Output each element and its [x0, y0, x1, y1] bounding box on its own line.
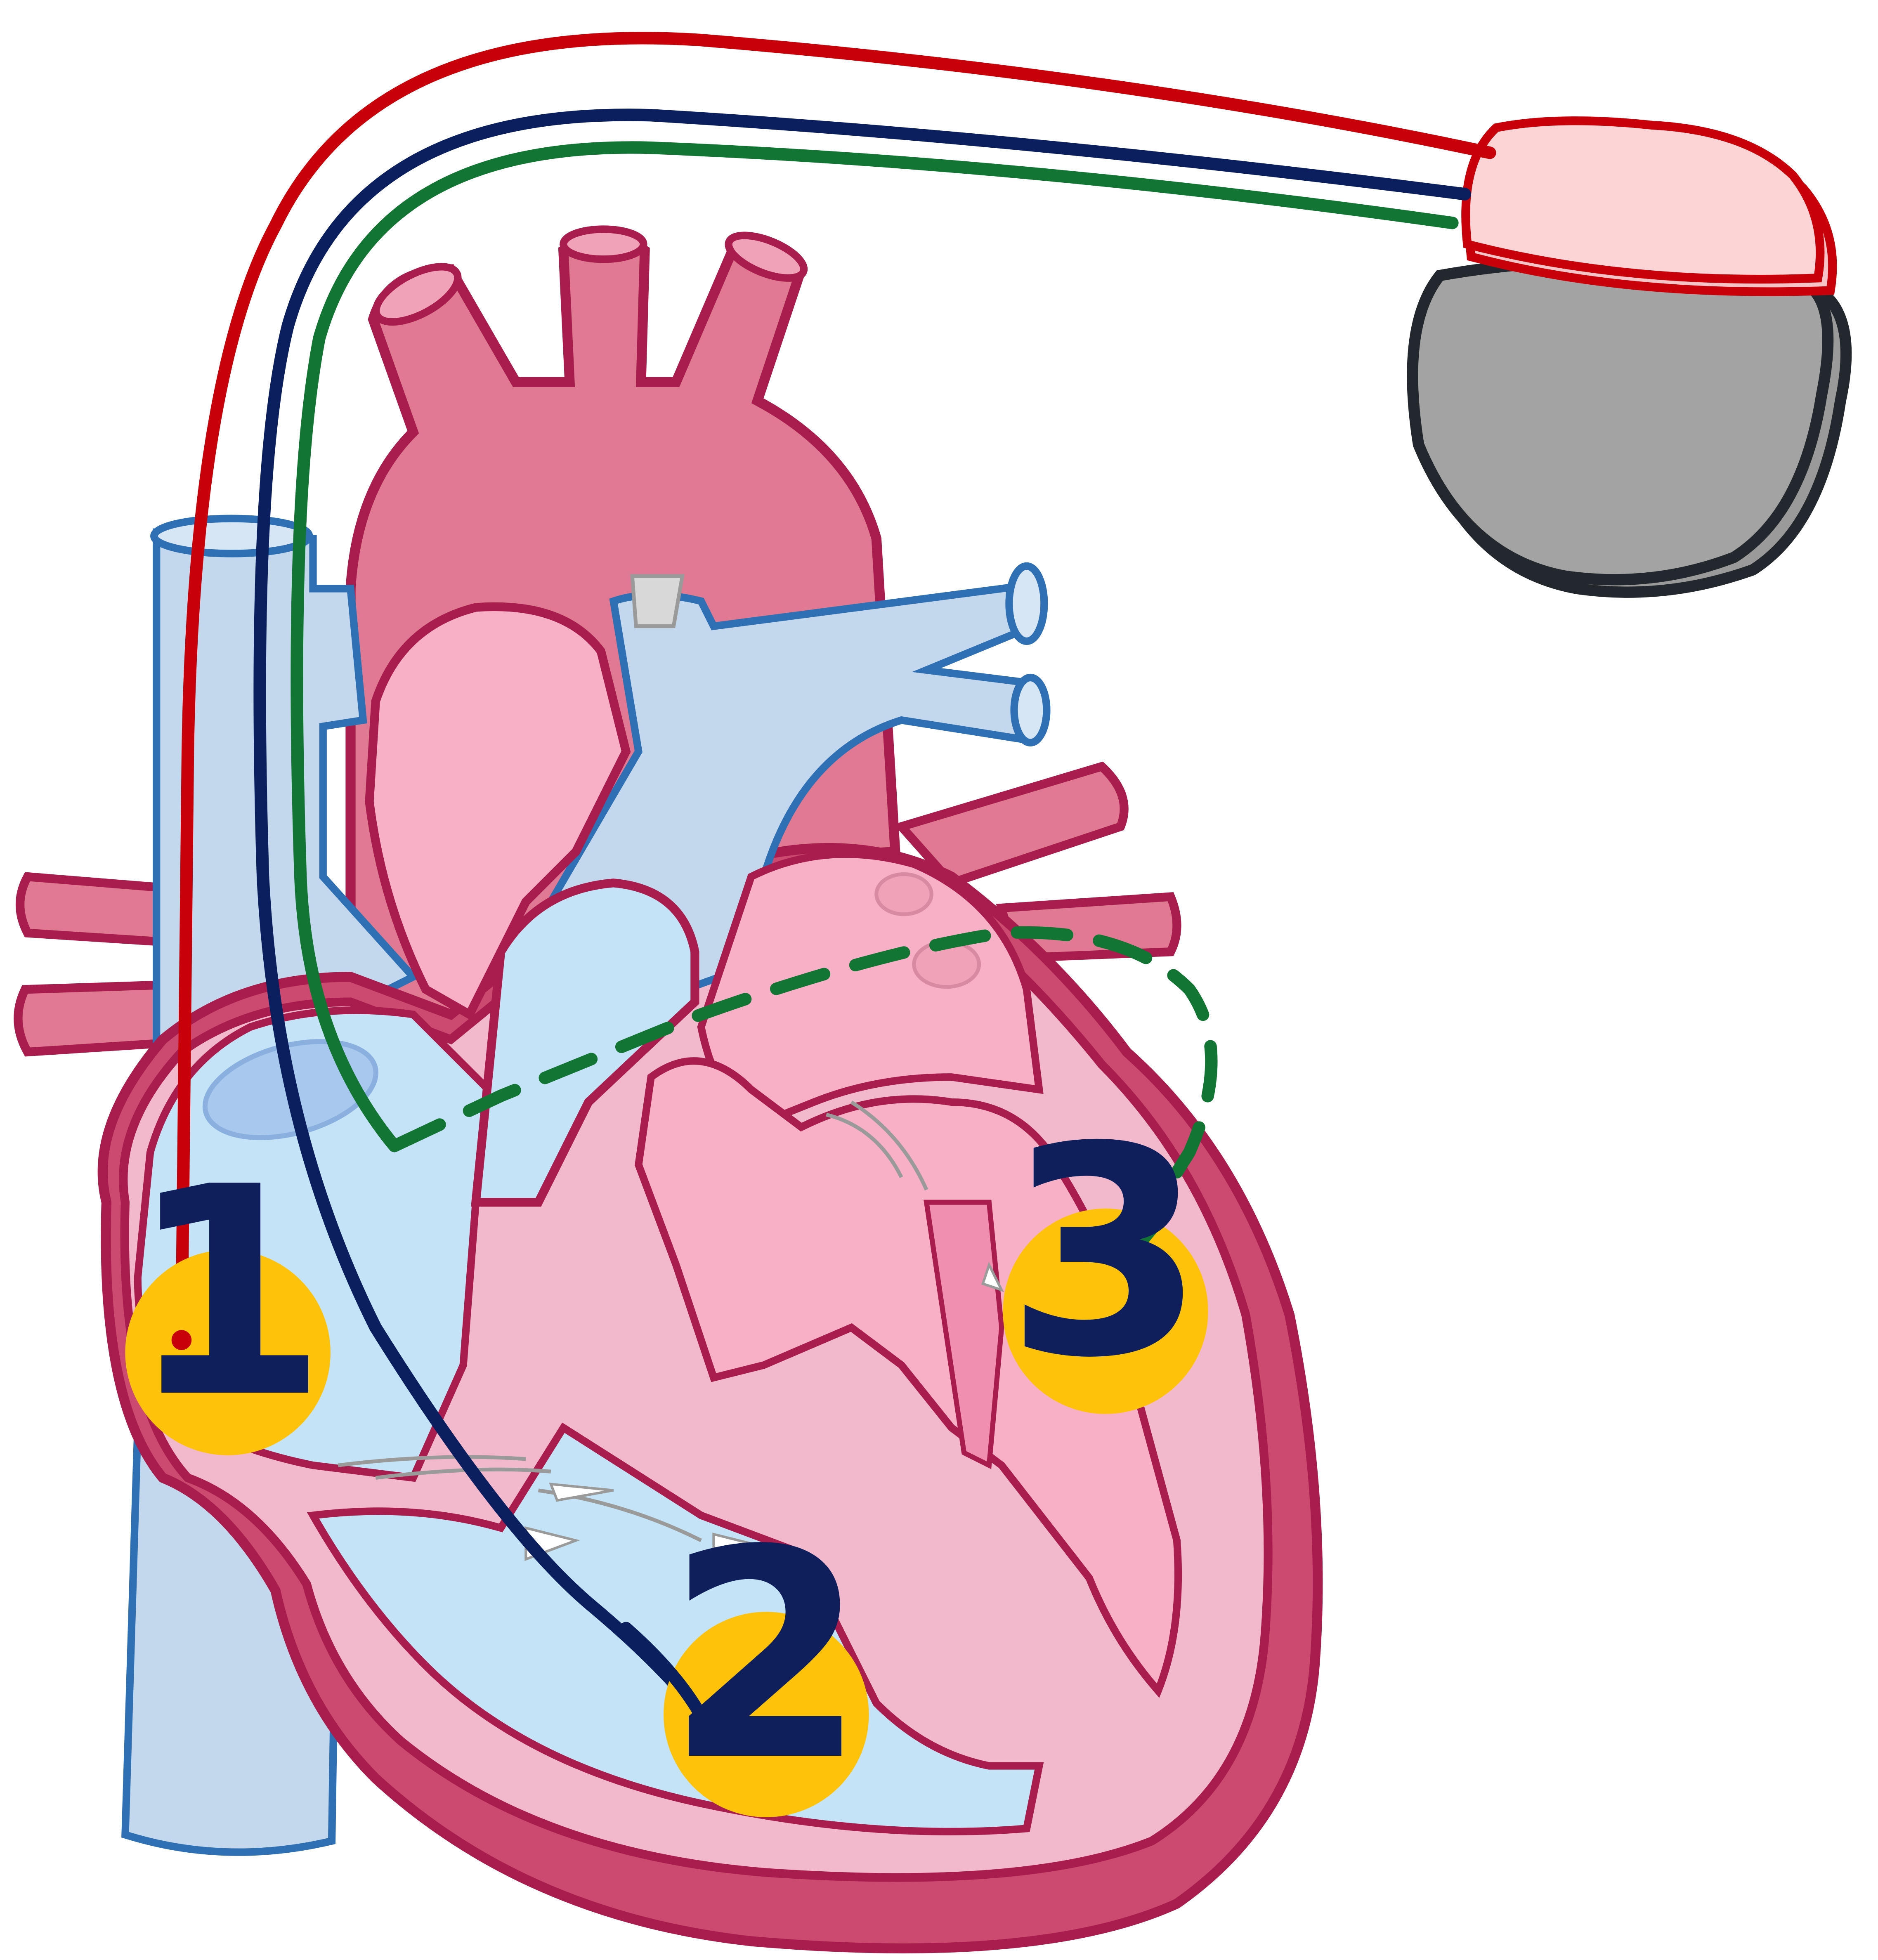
left-atrium-vein-opening-1: [874, 872, 933, 916]
heart-icon: [97, 562, 1323, 1953]
ascending-aorta-inner: [365, 602, 631, 1021]
marker-1: 1: [125, 1125, 331, 1461]
marker-3: 3: [1003, 1085, 1208, 1421]
lead-1-right-atrial: [175, 32, 1496, 1346]
aorta-branch-opening-1: [372, 263, 462, 326]
device-header: [1461, 116, 1825, 284]
septum-outflow: [471, 878, 699, 1207]
marker-2-circle: [664, 1612, 869, 1817]
marker-1-label: 1: [128, 1125, 328, 1461]
device-can: [1407, 255, 1834, 586]
marker-3-label: 3: [1005, 1085, 1206, 1421]
lead-3-dashed-path: [388, 926, 1218, 1259]
right-pulmonary-artery-lower: [996, 892, 1181, 963]
papillary-muscle: [924, 1200, 1004, 1469]
aorta-branch-opening-2: [560, 225, 647, 263]
pacing-leads: [175, 32, 1496, 1722]
marker-3-circle: [1003, 1208, 1208, 1414]
right-pulmonary-artery-upper: [893, 761, 1129, 888]
lead-1-tip: [171, 1330, 192, 1350]
lead-2-tip: [619, 1622, 708, 1722]
lead-2-right-ventricular: [253, 109, 1471, 1722]
lead-3-tip: [1120, 1215, 1165, 1265]
pacemaker-device-icon: [1407, 116, 1852, 598]
ductus-arteriosus-band: [630, 574, 685, 628]
marker-1-circle: [125, 1250, 331, 1455]
pulmonary-opening-2: [1010, 673, 1051, 746]
vena-cava-opening: [150, 515, 313, 557]
lead-3-coronary-sinus: [291, 141, 1459, 1152]
aorta-branch-opening-3: [725, 231, 808, 282]
marker-2: 2: [619, 1488, 869, 1824]
pulmonary-opening-1: [1005, 562, 1048, 645]
marker-2-label: 2: [666, 1488, 867, 1824]
